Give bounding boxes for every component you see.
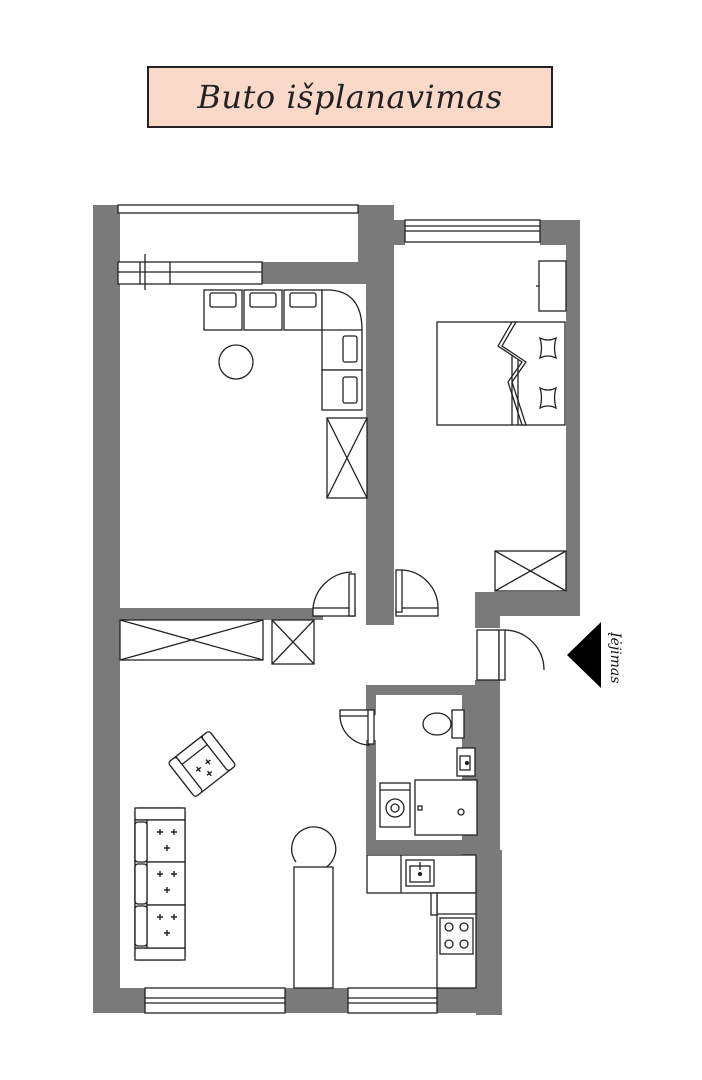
doors xyxy=(312,569,545,746)
wardrobe-bedroom xyxy=(494,550,567,592)
dining-chair xyxy=(291,826,337,871)
long-sofa xyxy=(134,807,186,961)
double-bed xyxy=(436,321,566,426)
windows xyxy=(117,204,541,1014)
plan-title-box: Buto išplanavimas xyxy=(147,66,553,128)
sofa-cushions xyxy=(209,292,358,404)
stove xyxy=(439,917,474,955)
toilet xyxy=(422,709,465,739)
washing-machine xyxy=(379,782,411,828)
bathroom-sink xyxy=(456,747,476,777)
entry-arrow xyxy=(567,622,601,688)
dining-table xyxy=(293,866,334,989)
armchair xyxy=(168,731,236,797)
round-table xyxy=(218,344,254,380)
shower xyxy=(414,779,478,836)
plan-title: Buto išplanavimas xyxy=(197,78,503,116)
wardrobe-living xyxy=(326,417,368,499)
walls xyxy=(93,205,580,1015)
nightstand xyxy=(536,260,567,312)
entry-label: Įėjimas xyxy=(607,632,623,684)
kitchen-sink xyxy=(405,859,435,887)
hall-closet xyxy=(119,619,315,665)
